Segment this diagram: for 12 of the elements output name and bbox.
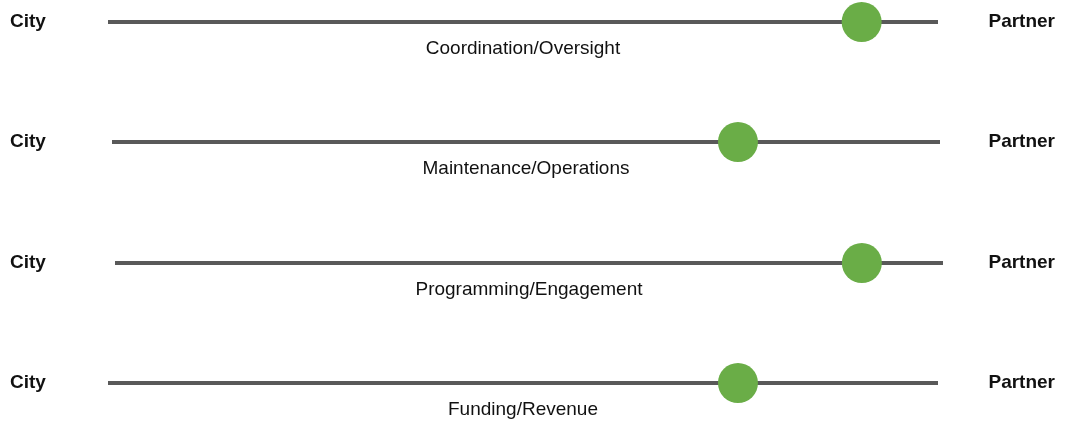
scale-end-label: City: [10, 251, 46, 273]
scale-label: Maintenance/Operations: [422, 157, 630, 179]
scale-label: Programming/Engagement: [415, 278, 643, 300]
scale-label: Coordination/Oversight: [425, 37, 621, 59]
scale-end-label: Partner: [988, 10, 1055, 32]
scale-label: Funding/Revenue: [448, 398, 598, 420]
scale-end-label: Partner: [988, 371, 1055, 393]
scale-end-label: City: [10, 130, 46, 152]
scale-end-label: Partner: [988, 130, 1055, 152]
scale-end-label: City: [10, 10, 46, 32]
scale-end-label: Partner: [988, 251, 1055, 273]
scale-end-label: City: [10, 371, 46, 393]
